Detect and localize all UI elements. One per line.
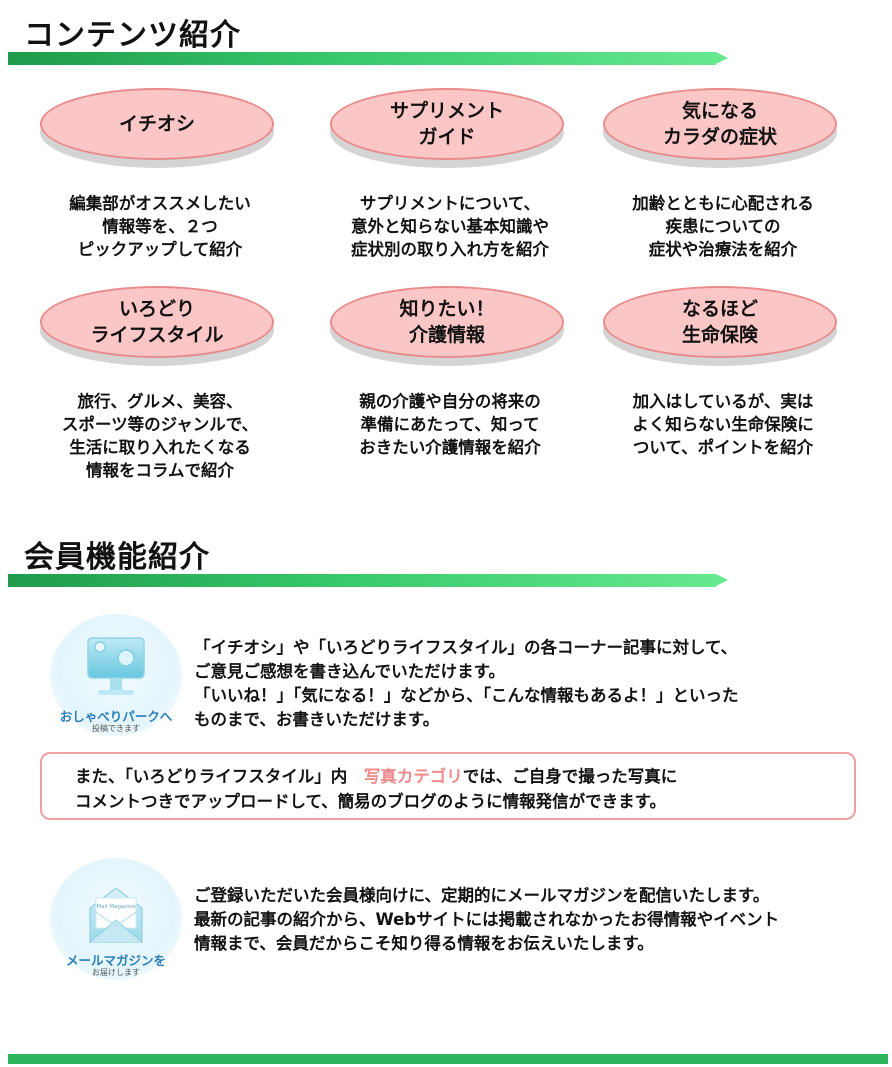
chat-park-icon[interactable]: おしゃべりパークへ 投稿できます — [50, 614, 182, 736]
park-description: 「イチオシ」や「いろどりライフスタイル」の各コーナー記事に対して、 ご意見ご感想… — [194, 638, 739, 729]
card-symptoms: 気になる カラダの症状 加齢とともに心配される 疾患についての 症状や治療法を紹… — [603, 88, 843, 261]
card-lifestyle-button[interactable]: いろどり ライフスタイル — [40, 286, 274, 358]
members-section-title: 会員機能紹介 — [24, 540, 210, 575]
contents-section-title: コンテンツ紹介 — [24, 18, 241, 53]
chat-monitor-icon — [87, 637, 145, 695]
mail-magazine-icon[interactable]: Mail Magazine メールマガジンを お届けします — [50, 858, 182, 980]
photo-category-link[interactable]: 写真カテゴリ — [363, 767, 463, 786]
card-ichioshi: イチオシ 編集部がオススメしたい 情報等を、２つ ピックアップして紹介 — [40, 88, 280, 261]
card-insurance-button[interactable]: なるほど 生命保険 — [603, 286, 837, 358]
photo-category-text: また、「いろどりライフスタイル」内 写真カテゴリでは、ご自身で撮った写真に コメ… — [75, 764, 677, 814]
photo-category-box: また、「いろどりライフスタイル」内 写真カテゴリでは、ご自身で撮った写真に コメ… — [40, 752, 856, 820]
card-lifestyle-desc: 旅行、グルメ、美容、 スポーツ等のジャンルで、 生活に取り入れたくなる 情報をコ… — [61, 392, 259, 480]
card-ichioshi-desc: 編集部がオススメしたい 情報等を、２つ ピックアップして紹介 — [69, 194, 251, 259]
card-symptoms-button[interactable]: 気になる カラダの症状 — [603, 88, 837, 160]
card-nursing-button[interactable]: 知りたい！ 介護情報 — [330, 286, 564, 358]
photo-text-after: では、ご自身で撮った写真に — [462, 767, 678, 786]
card-supplement-button[interactable]: サプリメント ガイド — [330, 88, 564, 160]
photo-text-line2: コメントつきでアップロードして、簡易のブログのように情報発信ができます。 — [75, 792, 667, 811]
contents-divider-bar — [8, 52, 728, 65]
mail-description: ご登録いただいた会員様向けに、定期的にメールマガジンを配信いたします。 最新の記… — [194, 886, 780, 953]
card-ichioshi-button[interactable]: イチオシ — [40, 88, 274, 160]
mail-icon-label: メールマガジンを — [65, 953, 166, 968]
svg-text:Mail Magazine: Mail Magazine — [96, 904, 136, 910]
card-insurance: なるほど 生命保険 加入はしているが、実は よく知らない生命保険に ついて、ポイ… — [603, 286, 843, 459]
card-nursing-desc: 親の介護や自分の将来の 準備にあたって、知って おきたい介護情報を紹介 — [359, 392, 541, 457]
card-insurance-desc: 加入はしているが、実は よく知らない生命保険に ついて、ポイントを紹介 — [632, 392, 814, 457]
card-nursing: 知りたい！ 介護情報 親の介護や自分の将来の 準備にあたって、知って おきたい介… — [330, 286, 570, 459]
mail-icon-sub: お届けします — [92, 968, 140, 977]
card-supplement: サプリメント ガイド サプリメントについて、 意外と知らない基本知識や 症状別の… — [330, 88, 570, 261]
park-icon-sub: 投稿できます — [92, 724, 140, 733]
card-supplement-desc: サプリメントについて、 意外と知らない基本知識や 症状別の取り入れ方を紹介 — [351, 194, 549, 259]
footer-divider-bar — [8, 1054, 888, 1064]
park-icon-label: おしゃべりパークへ — [59, 709, 173, 724]
photo-text-before: また、「いろどりライフスタイル」内 — [75, 767, 364, 786]
mail-envelope-icon: Mail Magazine — [89, 887, 143, 943]
members-divider-bar — [8, 574, 728, 587]
card-lifestyle: いろどり ライフスタイル 旅行、グルメ、美容、 スポーツ等のジャンルで、 生活に… — [40, 286, 280, 482]
card-symptoms-desc: 加齢とともに心配される 疾患についての 症状や治療法を紹介 — [632, 194, 814, 259]
